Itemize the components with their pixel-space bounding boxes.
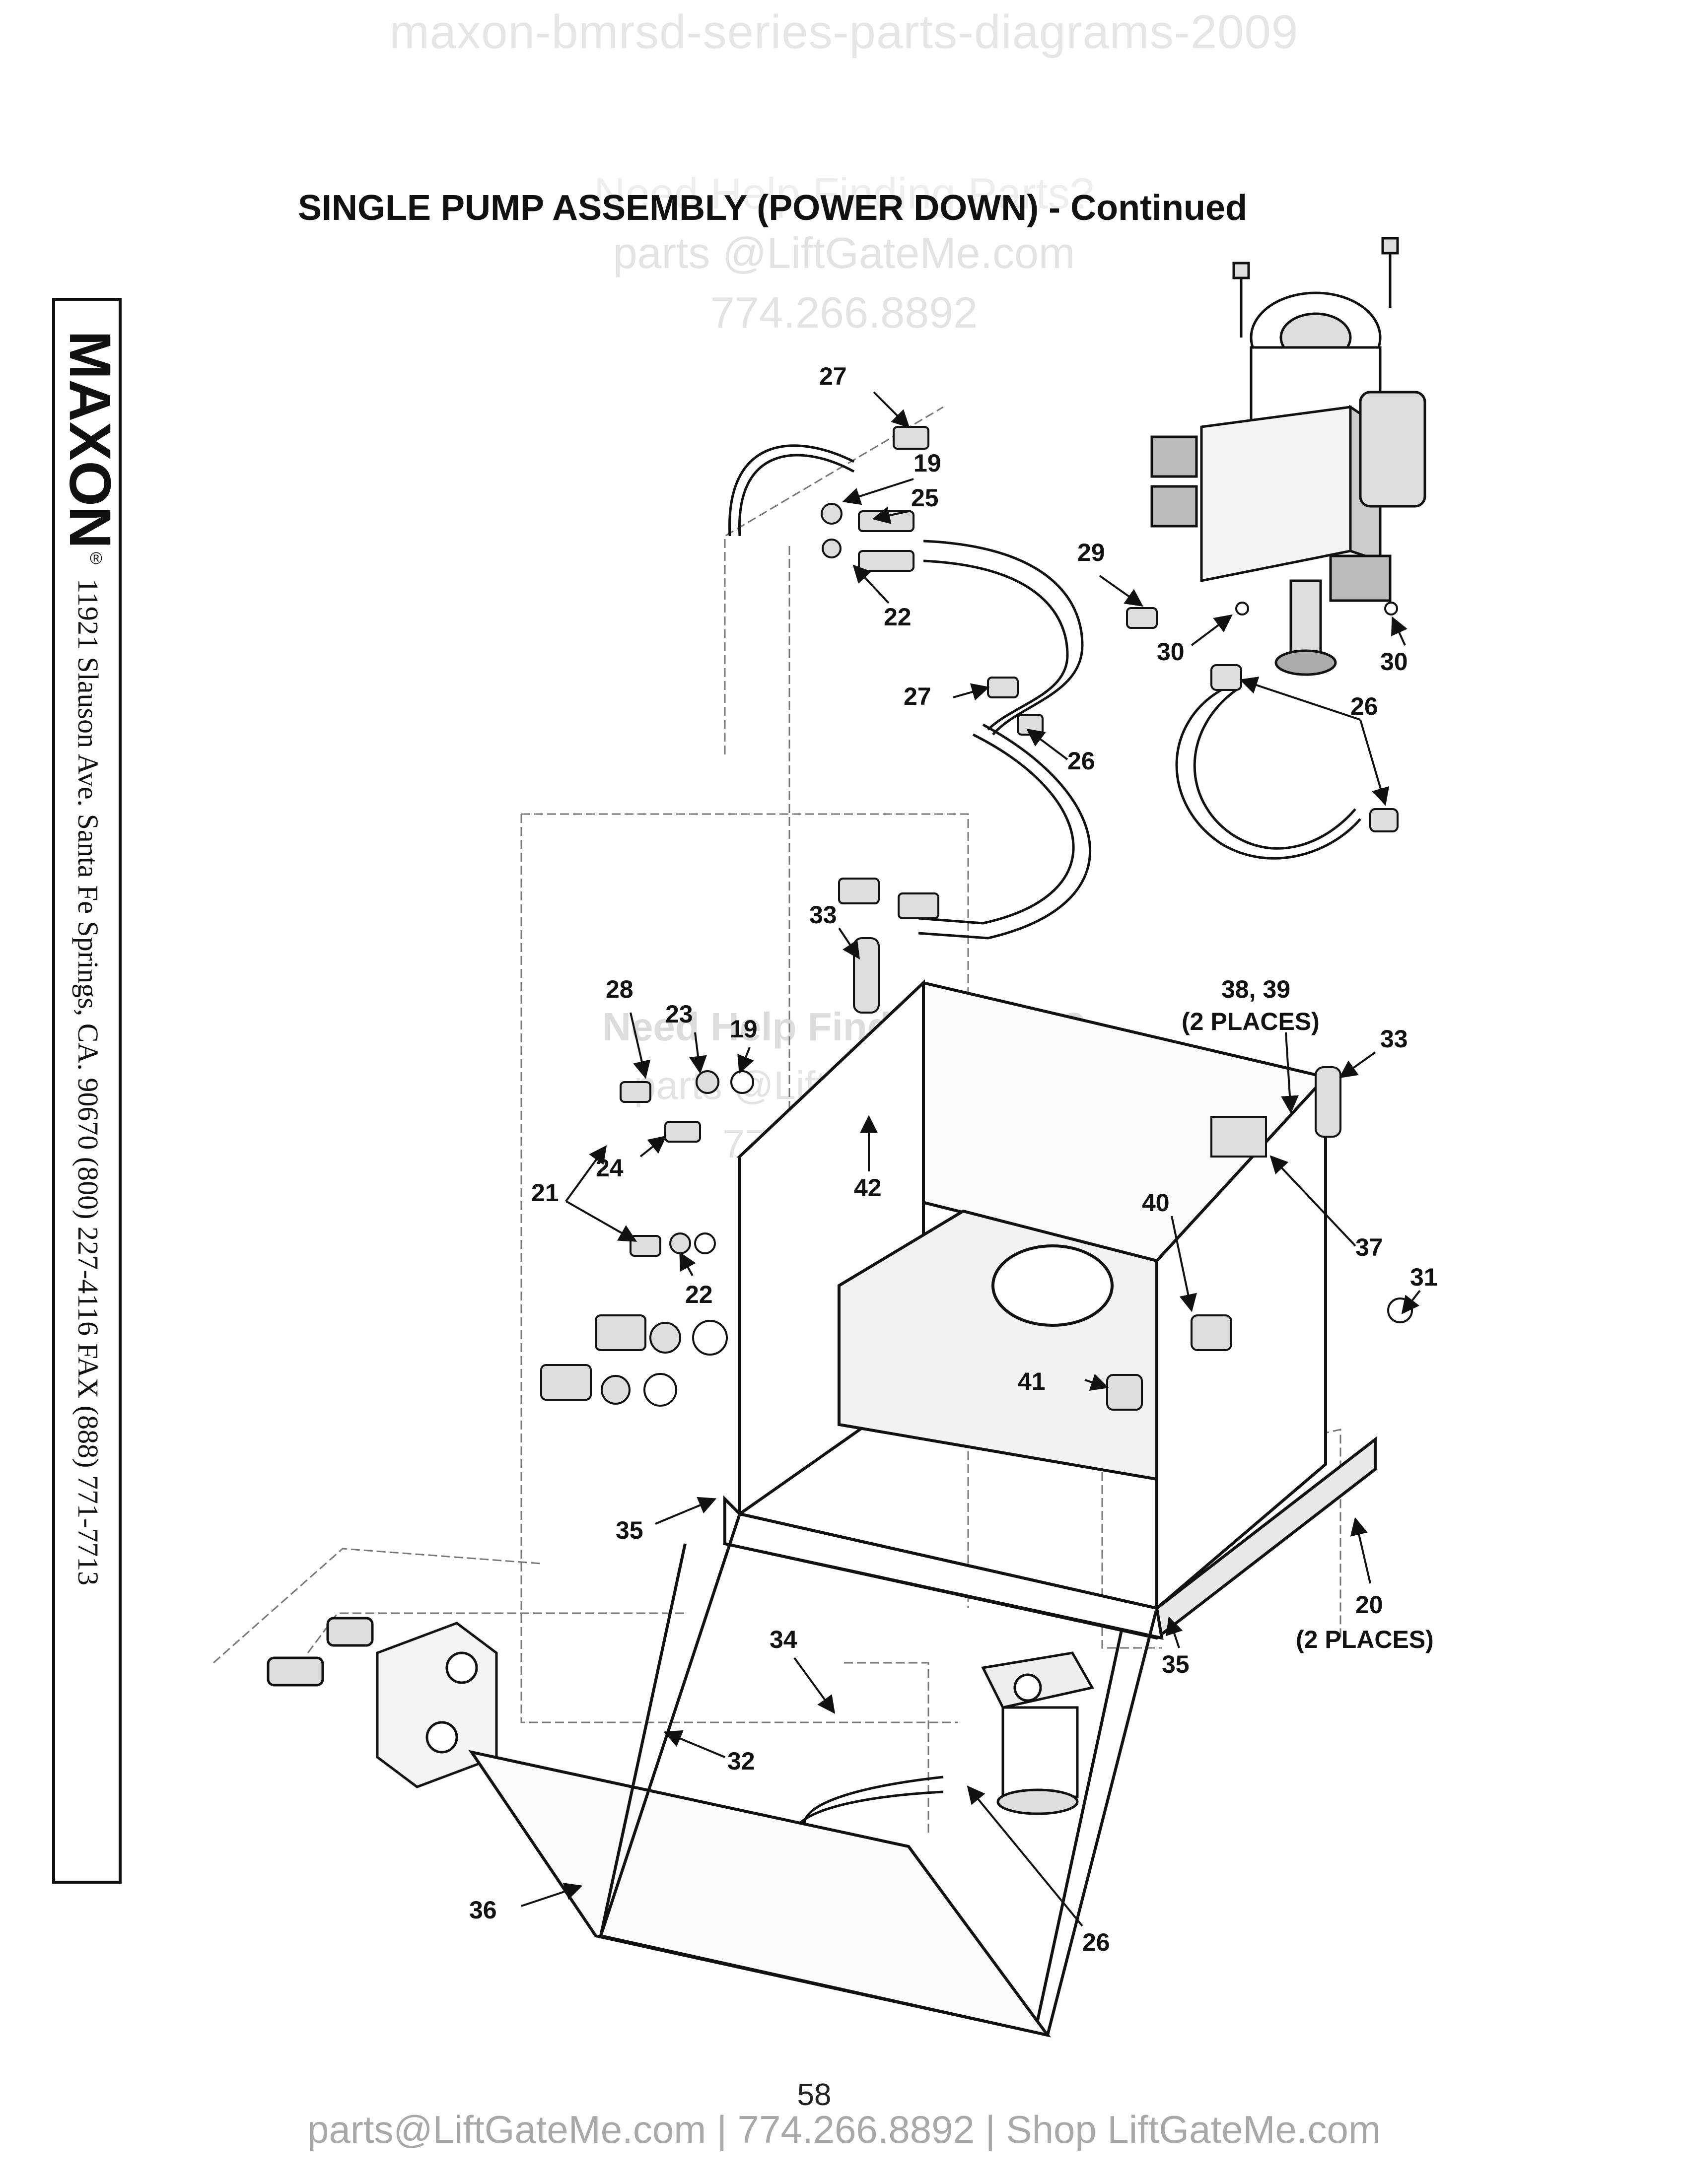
leader-lines	[521, 391, 1421, 1927]
callout-22-lower: 22	[685, 1281, 713, 1308]
page-number: 58	[797, 2078, 832, 2112]
callout-26-lower: 26	[1082, 1928, 1110, 1956]
pump-pickup-tube	[1289, 579, 1322, 662]
pump-motor-assembly	[1150, 237, 1426, 676]
hose-upper	[728, 444, 855, 537]
registered-mark: ®	[90, 549, 103, 568]
fittings	[821, 426, 1399, 919]
callout-30-left: 30	[1157, 638, 1185, 666]
page-title: SINGLE PUMP ASSEMBLY (POWER DOWN) - Cont…	[298, 188, 1248, 228]
watermark-upper-line1: Need Help Finding Parts?	[594, 169, 1094, 218]
watermark-top: maxon-bmrsd-series-parts-diagrams-2009	[389, 5, 1299, 59]
callout-33-right: 33	[1380, 1025, 1408, 1053]
valve-manifold	[1200, 406, 1352, 583]
callout-2-places-upper: (2 PLACES)	[1182, 1008, 1320, 1035]
callout-21: 21	[531, 1179, 559, 1207]
solenoid-right	[1329, 554, 1392, 602]
hose-return	[923, 540, 1084, 736]
callout-33-left: 33	[809, 901, 837, 929]
callout-30-right: 30	[1380, 648, 1408, 676]
motor-starter-solenoid	[1359, 391, 1426, 508]
callout-35-left: 35	[616, 1516, 643, 1544]
valve-block	[267, 1617, 498, 1788]
callout-23: 23	[665, 1000, 693, 1028]
callout-34: 34	[770, 1626, 797, 1653]
callout-40: 40	[1142, 1189, 1170, 1217]
callout-25: 25	[911, 484, 939, 512]
callout-31: 31	[1410, 1263, 1438, 1291]
solenoid-left-upper	[1150, 435, 1198, 478]
watermark-upper: Need Help Finding Parts? parts @LiftGate…	[546, 164, 1142, 342]
front-lip	[723, 1495, 1164, 1640]
callout-28: 28	[606, 975, 633, 1003]
hose-pressure	[918, 733, 1075, 925]
callout-24: 24	[596, 1154, 624, 1182]
reservoir-box	[722, 979, 1377, 1640]
callout-26-upper-left: 26	[1067, 747, 1095, 775]
sidebar-panel: MAXON ® 11921 Slauson Ave. Santa Fe Spri…	[52, 298, 122, 1884]
callout-labels: 27 19 25 22 29 30 30 27 26 26 33 28 23 1…	[469, 362, 1438, 1956]
callout-29: 29	[1077, 539, 1105, 566]
maxon-logo: MAXON	[57, 331, 119, 548]
right-wall	[1155, 1073, 1327, 1612]
callout-35-right: 35	[1162, 1650, 1190, 1678]
watermark-upper-line2: parts @LiftGateMe.com	[613, 228, 1075, 277]
cover-lid	[468, 1512, 1159, 2038]
solenoid-left-lower	[1150, 485, 1198, 528]
callout-42: 42	[854, 1174, 882, 1202]
hose-power-down	[1175, 688, 1361, 860]
maxon-logo-text: MAXON	[57, 331, 119, 548]
callout-27-upper: 27	[819, 362, 847, 390]
callout-19-upper: 19	[914, 449, 941, 477]
footer-contact[interactable]: parts@LiftGateMe.com | 774.266.8892 | Sh…	[307, 2108, 1381, 2151]
callout-37: 37	[1355, 1233, 1383, 1261]
callout-41: 41	[1018, 1367, 1046, 1395]
callout-22-upper: 22	[884, 603, 912, 631]
callout-38-39: 38, 39	[1221, 975, 1290, 1003]
callout-36: 36	[469, 1896, 497, 1924]
callout-20: 20	[1355, 1591, 1383, 1619]
side-fittings	[540, 937, 1413, 1411]
callout-32: 32	[727, 1747, 755, 1775]
filter-assembly	[981, 1651, 1094, 1815]
watermark-upper-line3: 774.266.8892	[710, 288, 978, 337]
callout-2-places-lower: (2 PLACES)	[1296, 1626, 1434, 1653]
callout-26-upper-right: 26	[1350, 692, 1378, 720]
tank-opening	[991, 1244, 1114, 1327]
callout-27-lower: 27	[904, 682, 931, 710]
callout-19-lower: 19	[730, 1015, 758, 1043]
